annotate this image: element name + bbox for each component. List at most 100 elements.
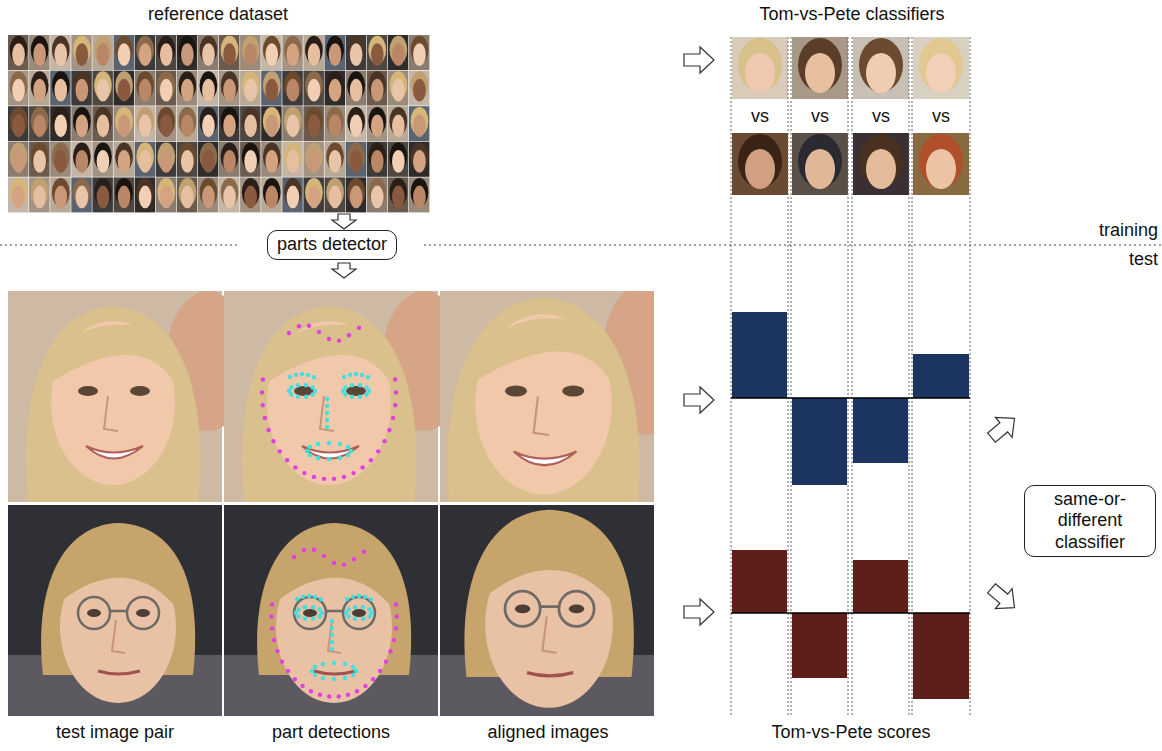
face-thumb bbox=[198, 71, 219, 106]
face-thumb bbox=[71, 142, 92, 177]
landmark-dot bbox=[325, 411, 329, 415]
contour-dot bbox=[322, 554, 326, 558]
face-thumb bbox=[135, 106, 156, 141]
face bbox=[118, 150, 131, 173]
face bbox=[413, 186, 426, 209]
contour-dot bbox=[271, 439, 275, 443]
face-thumb bbox=[135, 71, 156, 106]
face bbox=[76, 43, 89, 66]
column-guides bbox=[731, 37, 970, 716]
face bbox=[33, 79, 46, 102]
face bbox=[160, 43, 173, 66]
face-thumb bbox=[114, 142, 135, 177]
face bbox=[350, 43, 363, 66]
contour-dot bbox=[363, 684, 367, 688]
face-thumb bbox=[261, 177, 282, 212]
caption-label: part detections bbox=[272, 722, 390, 743]
face bbox=[329, 186, 342, 209]
contour-dot bbox=[382, 439, 386, 443]
landmark-dot bbox=[357, 594, 361, 598]
face bbox=[329, 43, 342, 66]
contour-dot bbox=[312, 548, 316, 552]
face bbox=[181, 150, 194, 173]
caption-label: vs bbox=[811, 106, 829, 127]
contour-dot bbox=[362, 550, 366, 554]
pair-thumb bbox=[913, 37, 969, 99]
face-thumb bbox=[282, 142, 303, 177]
landmark-dot bbox=[358, 383, 362, 387]
face bbox=[350, 79, 363, 102]
face bbox=[350, 150, 363, 173]
face-thumb bbox=[71, 177, 92, 212]
process-box: parts detector bbox=[267, 230, 397, 260]
face bbox=[287, 186, 300, 209]
face bbox=[54, 43, 67, 66]
face bbox=[223, 150, 236, 173]
face-thumb bbox=[29, 71, 49, 106]
face bbox=[202, 114, 215, 137]
landmark-dot bbox=[349, 449, 353, 453]
contour-dot bbox=[371, 677, 375, 681]
face-thumb bbox=[303, 35, 324, 70]
part-detections bbox=[260, 324, 399, 699]
landmark-dot bbox=[296, 383, 300, 387]
landmark-dot bbox=[353, 617, 357, 621]
landmark-dot bbox=[319, 597, 323, 601]
face-thumb bbox=[114, 106, 135, 141]
contour-dot bbox=[351, 471, 355, 475]
face-thumb bbox=[388, 142, 409, 177]
landmark-dot bbox=[343, 676, 347, 680]
landmark-dot bbox=[348, 373, 352, 377]
face bbox=[76, 79, 89, 102]
landmark-dot bbox=[295, 597, 299, 601]
face-thumb bbox=[367, 177, 388, 212]
contour-dot bbox=[352, 557, 356, 561]
landmark-dot bbox=[358, 395, 362, 399]
test-photos bbox=[8, 281, 694, 722]
face-thumb bbox=[240, 142, 261, 177]
contour-dot bbox=[394, 602, 398, 606]
face bbox=[329, 79, 342, 102]
caption-label: vs bbox=[872, 106, 890, 127]
contour-dot bbox=[337, 338, 341, 342]
landmark-dot bbox=[310, 385, 314, 389]
face-thumb bbox=[29, 177, 49, 212]
face bbox=[350, 186, 363, 209]
face-thumb bbox=[71, 71, 92, 106]
landmark-dot bbox=[346, 453, 350, 457]
face bbox=[139, 114, 152, 137]
face bbox=[202, 43, 215, 66]
contour-dot bbox=[272, 638, 276, 642]
landmark-dot bbox=[366, 375, 370, 379]
contour-dot bbox=[342, 562, 346, 566]
contour-dot bbox=[266, 428, 270, 432]
face bbox=[118, 79, 131, 102]
face-thumb bbox=[219, 177, 240, 212]
face-thumb bbox=[346, 142, 367, 177]
contour-dot bbox=[302, 548, 306, 552]
face bbox=[160, 114, 173, 137]
landmark-dot bbox=[345, 597, 349, 601]
face bbox=[181, 43, 194, 66]
contour-dot bbox=[261, 403, 265, 407]
caption-label: vs bbox=[932, 106, 950, 127]
face bbox=[265, 43, 278, 66]
face bbox=[139, 79, 152, 102]
contour-dot bbox=[388, 649, 392, 653]
face bbox=[12, 114, 25, 137]
face bbox=[371, 43, 384, 66]
pair-thumb bbox=[732, 37, 788, 99]
face-thumb bbox=[325, 106, 346, 141]
face-thumb bbox=[261, 71, 282, 106]
pair-thumb bbox=[792, 37, 848, 99]
pair-thumb bbox=[853, 37, 909, 99]
face-thumb bbox=[8, 71, 29, 106]
face bbox=[223, 114, 236, 137]
face bbox=[329, 114, 342, 137]
contour-dot bbox=[297, 324, 301, 328]
face bbox=[244, 150, 257, 173]
landmark-dot bbox=[350, 383, 354, 387]
face-thumb bbox=[8, 106, 29, 141]
face-thumb bbox=[177, 35, 198, 70]
landmark-dot bbox=[346, 445, 350, 449]
